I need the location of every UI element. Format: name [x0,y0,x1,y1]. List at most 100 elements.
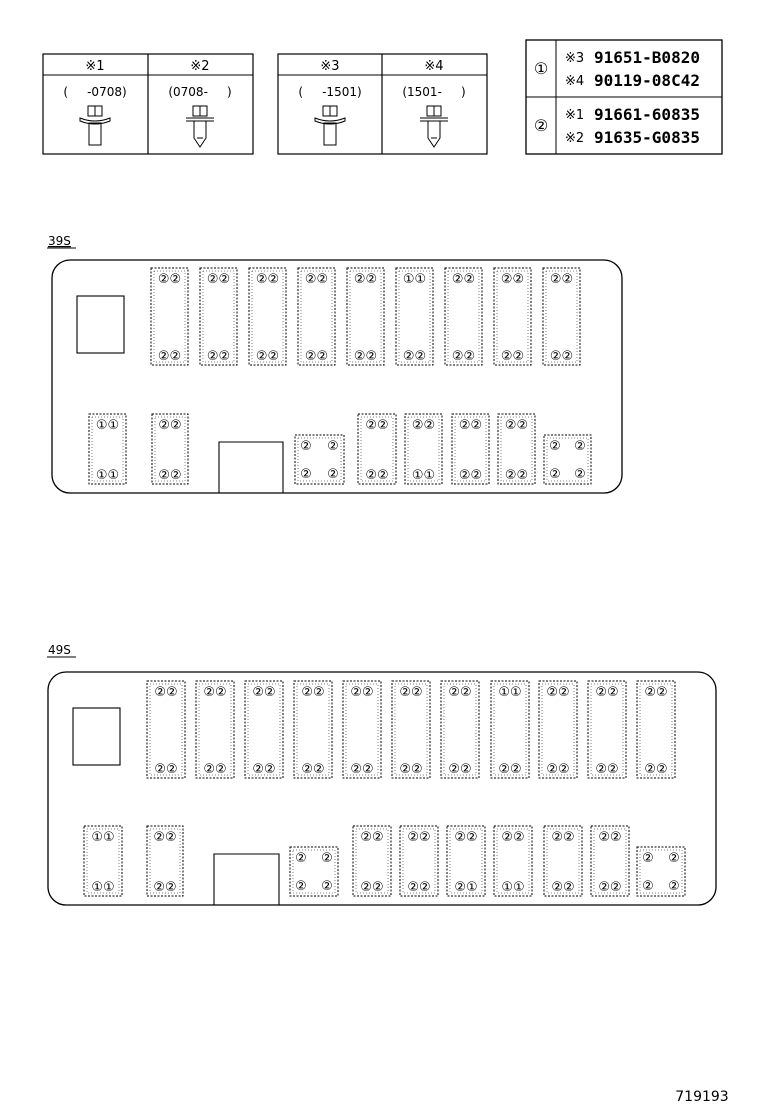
flange-bolt-icon [79,105,111,146]
bolt-mark: ②② [365,418,388,433]
bolt-mark: ②② [256,349,279,364]
seat-frame: ②② ②② [357,413,397,485]
bolt-table-a-header-1: ※1 [85,59,104,74]
bolt-mark: ②② [207,349,230,364]
seat-frame-outline [195,680,235,779]
tapping-bolt-icon [420,105,448,148]
seat-frame-outline [150,267,189,366]
figure-number: 719193 [675,1089,728,1105]
seat-frame-outline [395,267,434,366]
seat-frame-outline [399,825,439,897]
bolt-mark: ②② [203,685,226,700]
floor-panel [76,295,125,354]
bolt-mark: ②② [412,418,435,433]
legend-ref: ※4 [565,74,584,89]
bolt-mark: ②② [501,272,524,287]
seat-frame: ②② ②② [195,680,235,779]
bolt-mark: ②② [459,468,482,483]
bolt-mark: ②② [203,762,226,777]
bolt-mark: ② [549,439,561,454]
bolt-mark: ②② [153,880,176,895]
bolt-mark: ②② [252,685,275,700]
seat-frame-outline [446,825,486,897]
bolt-table-a-range-2: (0708- ) [168,85,231,99]
layout-39s: 39S ②②②②②②②②②②②②②②②②②②②②①①②②②②②②②②②②②②②②… [47,234,623,494]
seat-frame-outline [294,434,345,485]
bolt-mark: ② [668,851,680,866]
wheel-housing [218,441,284,493]
bolt-mark: ②② [595,685,618,700]
legend-symbol-2: ② [534,116,548,135]
seat-frame-outline [490,680,530,779]
seat-frame-outline [444,267,483,366]
seat-frame-outline [636,846,686,897]
wheel-housing [213,853,280,905]
bolt-mark: ②② [158,418,181,433]
bolt-mark: ② [549,467,561,482]
bolt-mark: ②② [505,418,528,433]
seat-frame-outline [346,267,385,366]
bolt-mark: ②② [360,880,383,895]
seat-frame-outline [404,413,443,485]
legend-part-number: 90119-08C42 [594,71,700,90]
seat-frame: ②② ②② [244,680,284,779]
bolt-mark: ②② [354,349,377,364]
bolt-mark: ②② [365,468,388,483]
seat-frame-outline [538,680,578,779]
bolt-mark: ② [300,439,312,454]
bolt-mark: ② [295,879,307,894]
seat-frame-outline [293,680,333,779]
bolt-mark: ②② [598,880,621,895]
seat-frame-outline [493,267,532,366]
seat-frame-outline [83,825,123,897]
bolt-mark: ② [295,851,307,866]
seat-frame-outline [352,825,392,897]
bolt-mark: ①① [91,830,114,845]
bolt-mark: ②② [301,685,324,700]
legend-symbol-1: ① [534,59,548,78]
bolt-mark: ②② [546,685,569,700]
bolt-mark: ②① [454,880,477,895]
flange-bolt-icon [314,105,346,146]
layout-label-39s: 39S [48,234,71,248]
bolt-mark: ②② [252,762,275,777]
seat-frame-outline [199,267,238,366]
bolt-mark: ②② [305,349,328,364]
seat-frame-outline [391,680,431,779]
bolt-mark: ② [327,467,339,482]
bolt-mark: ② [668,879,680,894]
bolt-mark: ② [321,879,333,894]
bolt-mark: ②② [454,830,477,845]
bolt-mark: ② [321,851,333,866]
bolt-mark: ①① [96,418,119,433]
seat-frame-outline [151,413,189,485]
bolt-mark: ②② [153,830,176,845]
bolt-mark: ②② [551,880,574,895]
bolt-table-b-header-4: ※4 [424,59,443,74]
bolt-mark: ②② [407,880,430,895]
bolt-mark: ②② [403,349,426,364]
bolt-mark: ② [642,851,654,866]
seat-frame-outline [146,825,184,897]
bolt-table-b-range-3: ( -1501) [298,85,361,99]
bolt-table-a-header-2: ※2 [190,59,209,74]
